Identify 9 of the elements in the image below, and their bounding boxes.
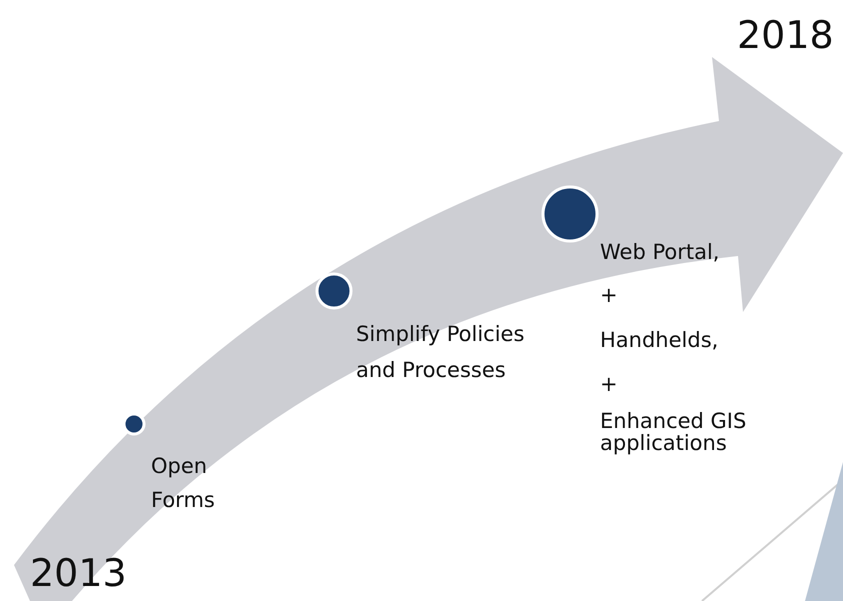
milestone-label: Simplify Policies and Processes bbox=[356, 321, 526, 384]
milestone-label: Handhelds, bbox=[600, 328, 720, 353]
year-label: 2013 bbox=[30, 554, 128, 592]
plus-sign: + bbox=[600, 283, 619, 308]
milestone-label: Enhanced GIS applications bbox=[600, 410, 748, 454]
milestone-label: Open Forms bbox=[151, 453, 216, 514]
milestone-label: Web Portal, bbox=[600, 240, 720, 265]
plus-sign: + bbox=[600, 372, 619, 397]
year-label: 2018 bbox=[737, 16, 835, 54]
